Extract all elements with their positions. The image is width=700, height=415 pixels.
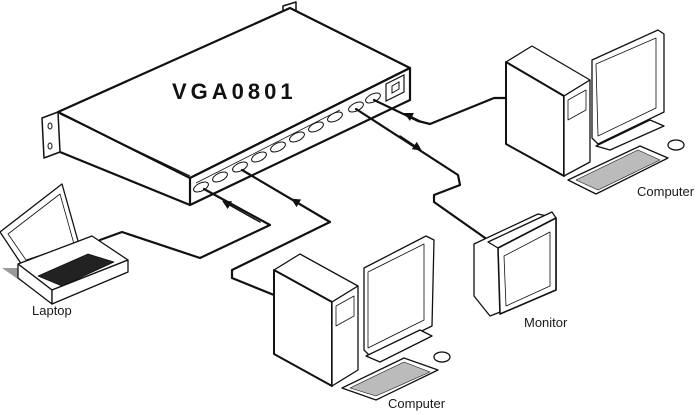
vga-loop-port — [365, 92, 381, 104]
vga-port-5 — [270, 141, 286, 153]
monitor-illustration — [473, 211, 557, 317]
vga-port-7 — [308, 121, 324, 133]
device-title: VGA0801 — [172, 79, 297, 104]
vga-port-8 — [327, 111, 343, 123]
computer-right-illustration — [505, 29, 685, 195]
label-computer-right: Computer — [637, 184, 695, 199]
label-computer-bottom: Computer — [388, 396, 446, 411]
vga-port-6 — [289, 131, 305, 143]
vga-port-2 — [212, 171, 228, 183]
label-monitor: Monitor — [524, 315, 568, 330]
laptop-illustration — [0, 183, 129, 305]
computer-bottom-illustration — [273, 235, 451, 401]
vga-input-ports — [193, 92, 381, 193]
label-laptop: Laptop — [32, 303, 72, 318]
cable-laptop — [98, 187, 272, 260]
cable-monitor — [354, 107, 490, 242]
vga-port-1 — [193, 181, 209, 193]
vga-port-4 — [251, 151, 267, 163]
power-inlet — [385, 74, 405, 102]
cable-computer-right — [372, 96, 508, 126]
